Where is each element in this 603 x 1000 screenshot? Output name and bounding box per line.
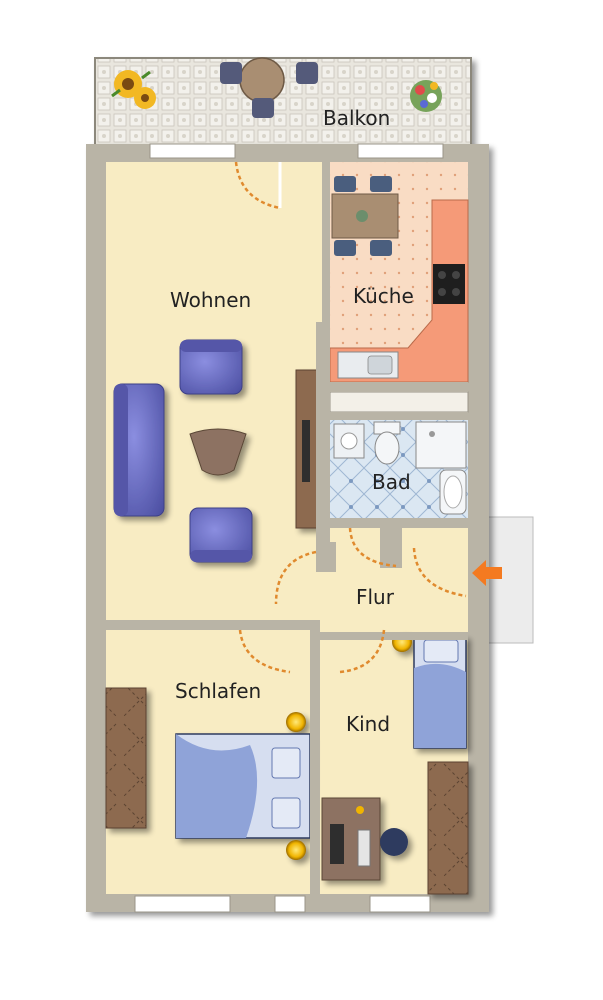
storage-strip: [329, 391, 469, 413]
window: [274, 895, 306, 913]
room-label-flur: Flur: [356, 585, 395, 609]
flower-plant-icon: [410, 80, 442, 112]
bedside-lamp-icon: [286, 840, 306, 860]
double-bed: [175, 733, 311, 839]
sunflower-plant-icon: [111, 70, 156, 109]
wardrobe: [427, 761, 469, 895]
room-labels: Balkon Wohnen Küche Bad Flur Schlafen Ki…: [170, 106, 414, 736]
bathroom-fixtures: [333, 421, 467, 515]
stove-icon: [433, 264, 465, 304]
kitchen-furniture: [329, 176, 469, 383]
balcony-chair: [220, 62, 242, 84]
interior-walls: [106, 162, 470, 896]
room-label-kind: Kind: [346, 712, 390, 736]
window: [369, 895, 431, 913]
toilet-icon: [373, 421, 401, 465]
tv-icon: [302, 420, 310, 482]
single-bed: [413, 635, 467, 749]
dining-chair: [370, 240, 392, 256]
desk: [321, 797, 408, 881]
dining-chair: [370, 176, 392, 192]
windows: [134, 143, 444, 913]
entrance-arrow-icon: [472, 560, 502, 586]
room-label-schlafen: Schlafen: [175, 679, 261, 703]
coffee-table: [189, 428, 247, 476]
door-swing-icon: [348, 527, 397, 568]
dining-chair: [334, 176, 356, 192]
window: [134, 895, 231, 913]
door-swing-icon: [339, 629, 386, 674]
desk-lamp-icon: [356, 806, 364, 814]
balcony-furniture: [111, 57, 442, 118]
armchair: [189, 507, 253, 563]
kids-room-furniture: [321, 632, 469, 895]
bedside-lamp-icon: [286, 712, 306, 732]
armchair: [179, 339, 243, 395]
room-label-bad: Bad: [372, 470, 411, 494]
room-label-balkon: Balkon: [323, 106, 390, 130]
plant-icon: [356, 210, 368, 222]
door-swing-icon: [238, 629, 291, 674]
window: [149, 143, 236, 159]
balcony-table: [239, 57, 285, 103]
sofa: [113, 383, 165, 517]
desk-chair-icon: [380, 828, 408, 856]
bathtub-icon: [439, 469, 467, 515]
room-label-wohnen: Wohnen: [170, 288, 251, 312]
wardrobe: [105, 687, 147, 829]
room-label-kueche: Küche: [353, 284, 414, 308]
door-swings: [234, 161, 467, 674]
hallway-floor: [316, 528, 468, 632]
bedroom-furniture: [105, 687, 311, 860]
door-swing-icon: [412, 547, 467, 598]
monitor-icon: [330, 824, 344, 864]
balcony-chair: [252, 98, 274, 118]
shower-tray-icon: [415, 421, 467, 469]
balcony-chair: [296, 62, 318, 84]
dining-chair: [334, 240, 356, 256]
door-swing-icon: [274, 550, 317, 605]
living-room-furniture: [113, 339, 319, 563]
window: [357, 143, 444, 159]
keyboard-icon: [357, 829, 371, 867]
entrance-landing: [487, 516, 534, 644]
